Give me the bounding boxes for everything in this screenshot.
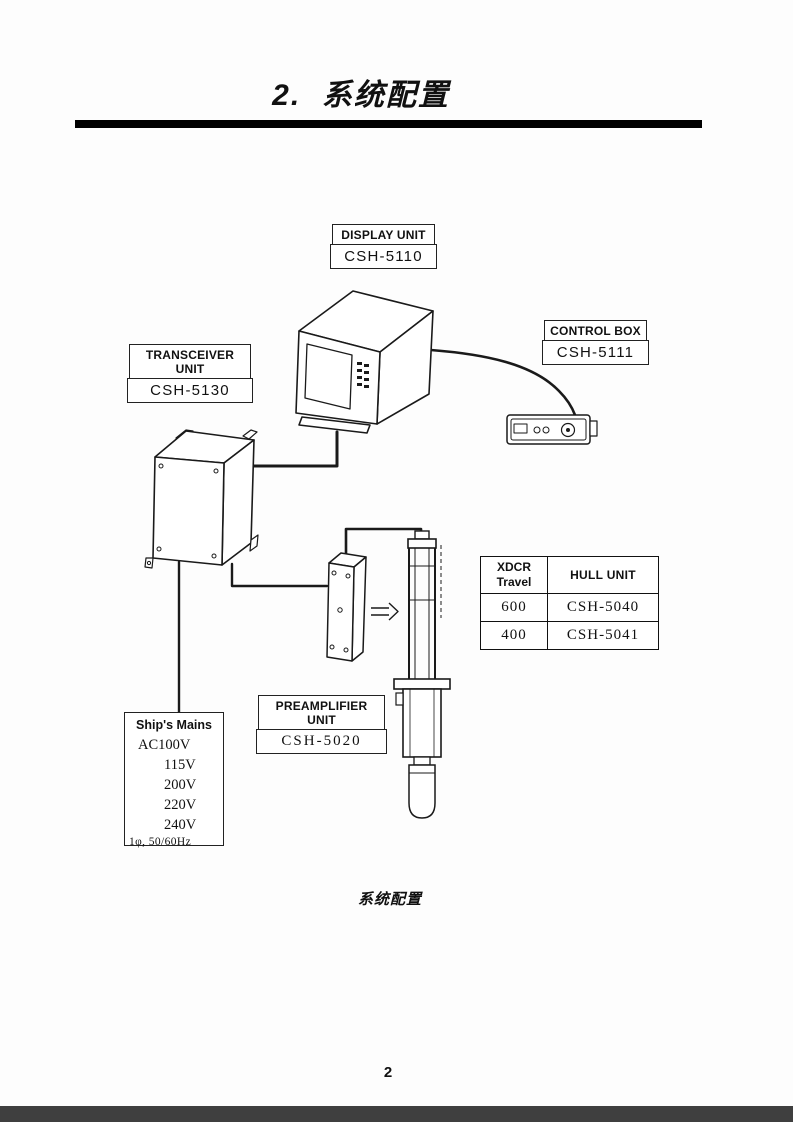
page-number: 2 — [383, 1064, 393, 1081]
control-box-model: CSH-5111 — [542, 340, 649, 366]
cable-display-to-transceiver — [244, 430, 339, 468]
display-unit-label: DISPLAY UNIT CSH-5110 — [330, 224, 437, 270]
travel-value: 400 — [480, 621, 548, 650]
display-unit-model: CSH-5110 — [330, 244, 437, 270]
ships-mains-title: Ship's Mains — [136, 718, 212, 732]
header-hull-unit: HULL UNIT — [547, 556, 659, 594]
control-box-drawing — [506, 414, 598, 445]
figure-caption: 系统配置 — [357, 891, 422, 908]
hull-unit-drawing — [393, 530, 451, 819]
hull-unit-table: XDCR Travel HULL UNIT 600 CSH-5040 400 C… — [480, 556, 659, 650]
preamplifier-drawing — [326, 552, 367, 662]
mains-voltage: AC100V — [138, 737, 191, 753]
control-box-label: CONTROL BOX CSH-5111 — [542, 320, 649, 366]
preamplifier-unit-model: CSH-5020 — [256, 729, 387, 755]
hull-model-value: CSH-5040 — [547, 593, 659, 622]
cable-display-to-control-box — [429, 348, 577, 417]
transceiver-unit-drawing — [144, 429, 259, 569]
transceiver-unit-label: TRANSCEIVER UNIT CSH-5130 — [127, 344, 253, 404]
scan-edge — [0, 1106, 793, 1122]
mains-voltage: 240V — [164, 817, 197, 833]
control-box-name: CONTROL BOX — [544, 320, 647, 342]
header-travel: Travel — [496, 575, 532, 589]
table-row: 600 CSH-5040 — [480, 593, 659, 622]
title-rule — [75, 120, 702, 128]
hull-model-value: CSH-5041 — [547, 621, 659, 650]
mains-phase: 1φ, 50/60Hz — [129, 836, 192, 848]
mains-voltage: 220V — [164, 797, 197, 813]
page-title: 2. 系统配置 — [272, 79, 450, 112]
cable-transceiver-to-preamplifier — [230, 562, 329, 588]
transceiver-unit-model: CSH-5130 — [127, 378, 253, 404]
mains-voltage: 200V — [164, 777, 197, 793]
transceiver-unit-name: TRANSCEIVER UNIT — [129, 344, 251, 380]
display-buttons — [357, 362, 369, 388]
display-unit-drawing — [295, 290, 434, 434]
preamplifier-unit-label: PREAMPLIFIER UNIT CSH-5020 — [256, 695, 387, 755]
table-row: 400 CSH-5041 — [480, 621, 659, 650]
header-xdcr: XDCR — [496, 560, 531, 574]
mains-voltage: 115V — [164, 757, 196, 773]
signal-arrow-icon — [371, 602, 399, 621]
header-xdcr-travel: XDCR Travel — [480, 556, 548, 594]
travel-value: 600 — [480, 593, 548, 622]
ships-mains-box: Ship's Mains AC100V 115V 200V 220V 240V … — [124, 712, 224, 848]
display-unit-name: DISPLAY UNIT — [332, 224, 435, 246]
table-header-row: XDCR Travel HULL UNIT — [480, 556, 659, 594]
preamplifier-unit-name: PREAMPLIFIER UNIT — [258, 695, 385, 731]
